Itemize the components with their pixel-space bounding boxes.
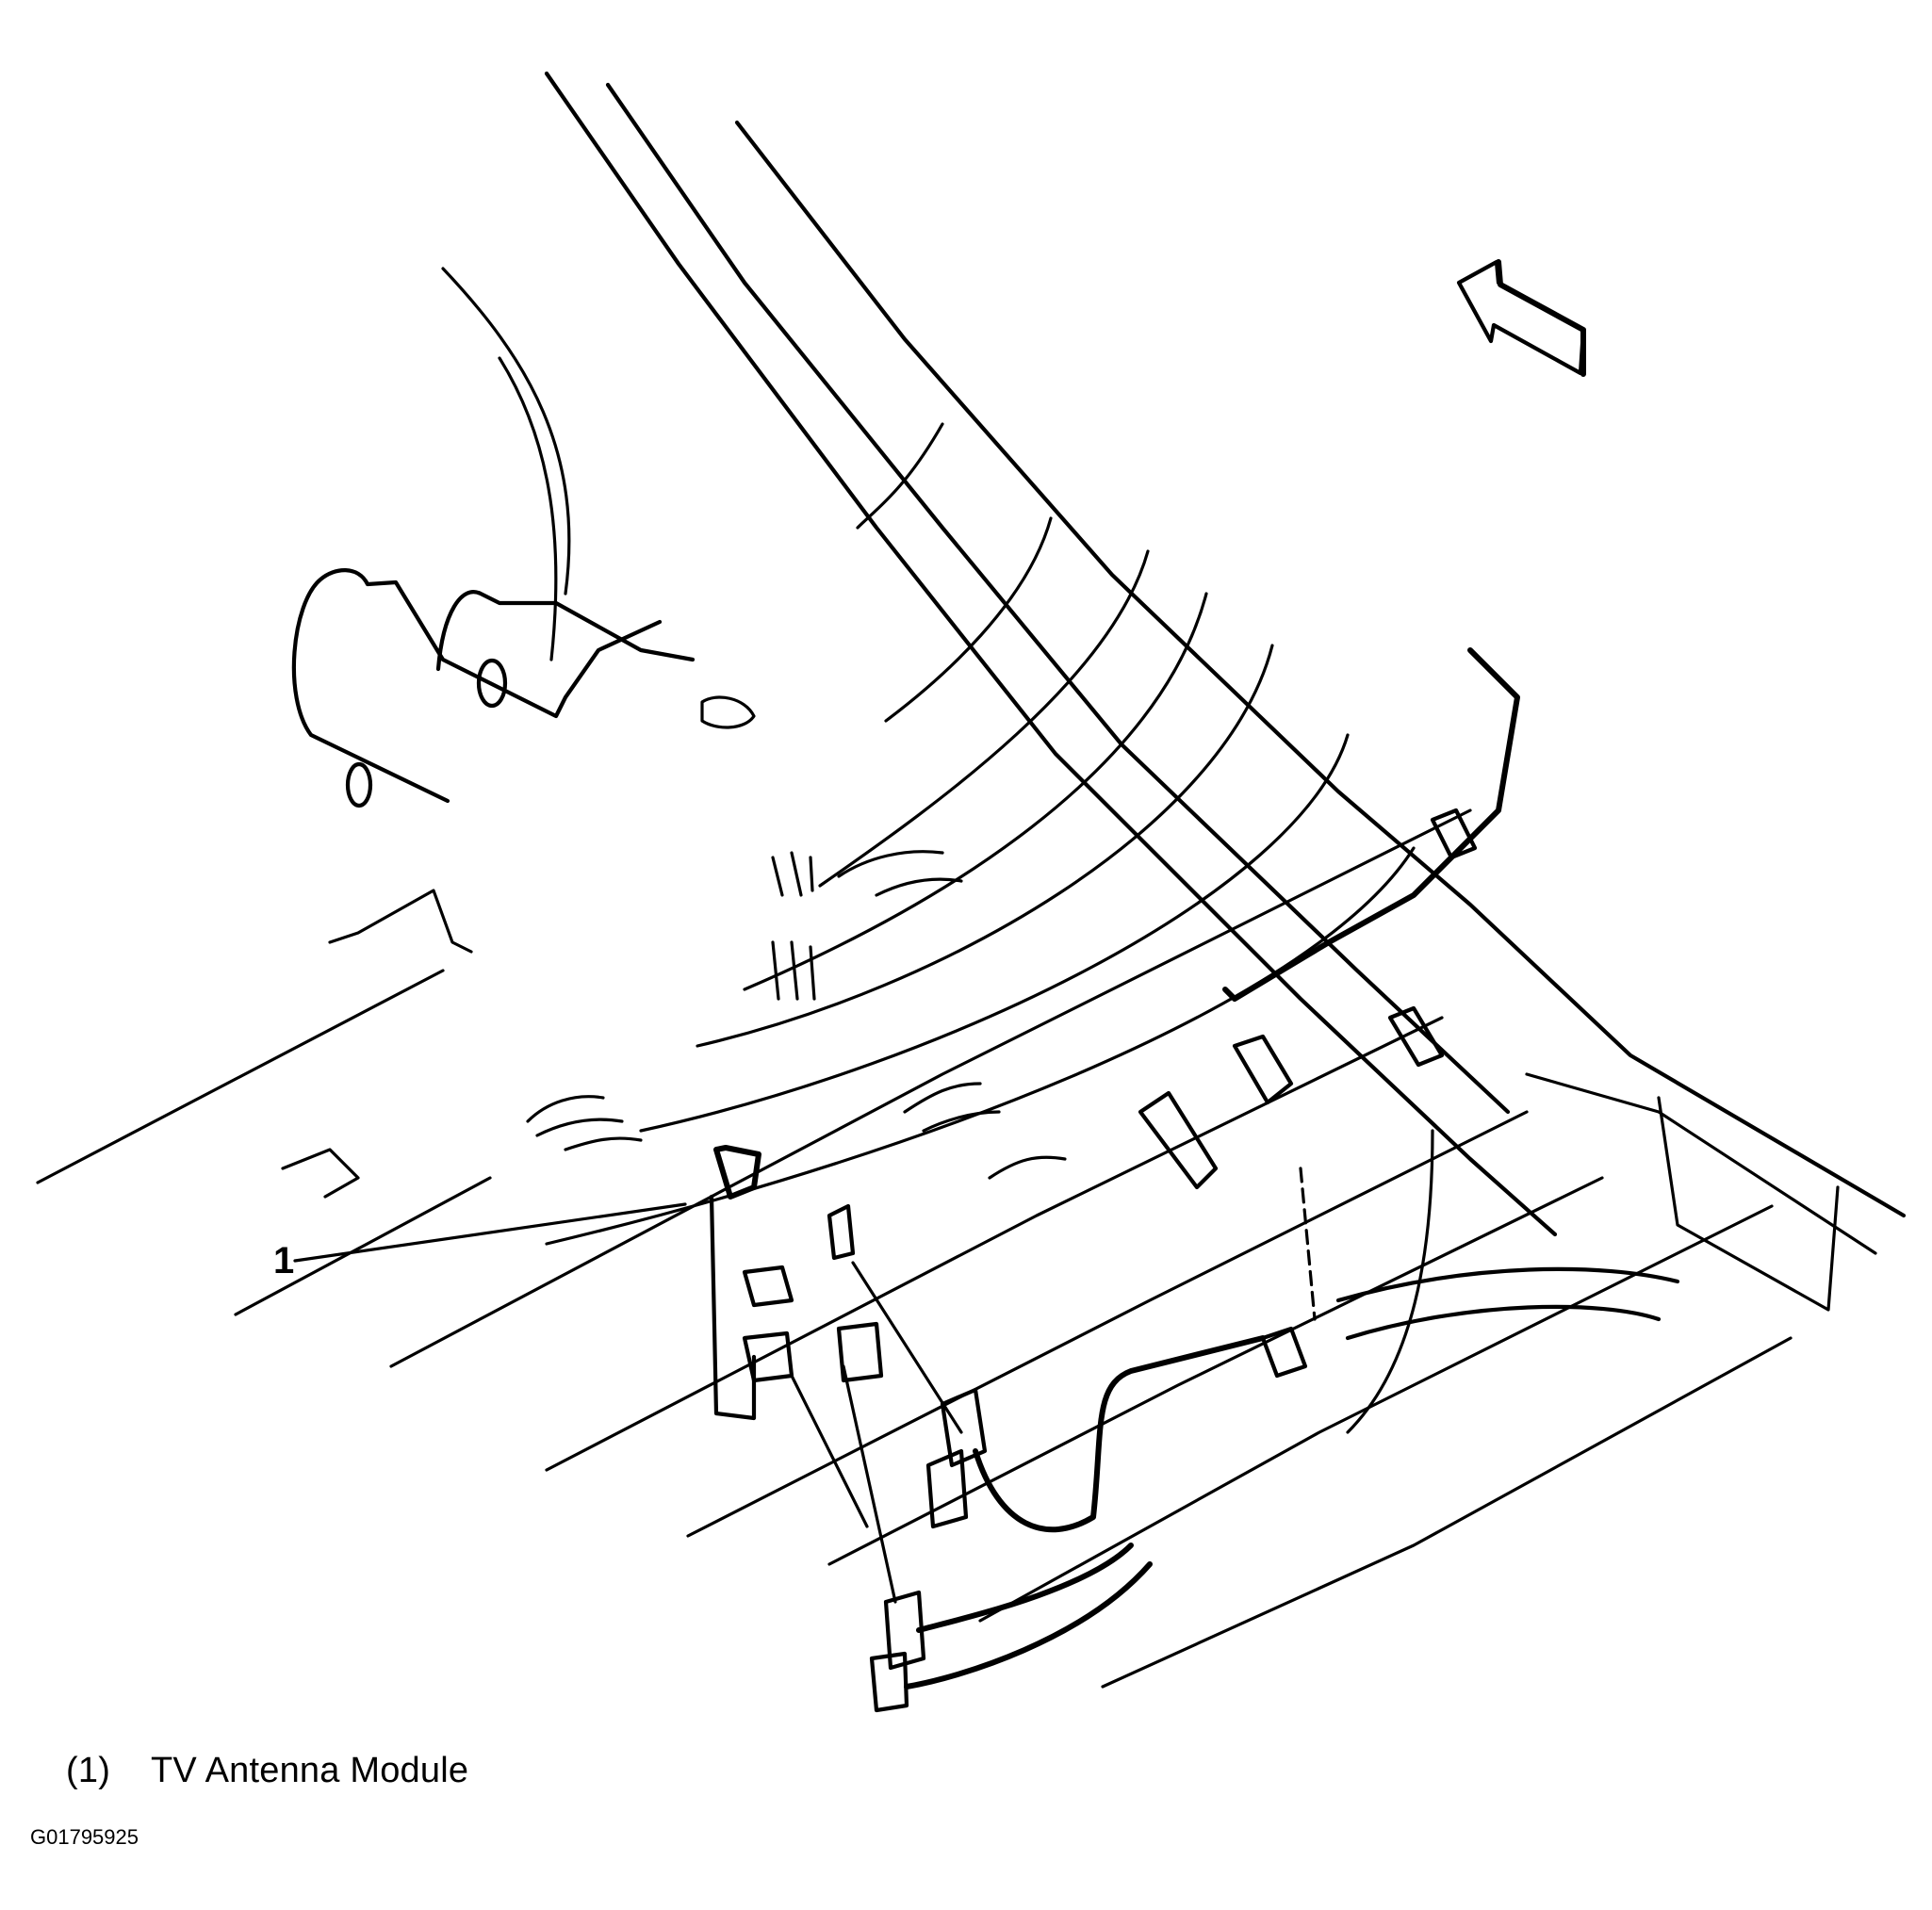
legend-item-1: (1) TV Antenna Module <box>66 1751 468 1791</box>
callout-1-leader <box>293 1202 687 1263</box>
arrow-left-up-icon <box>1456 259 1586 377</box>
harness-connectors <box>790 1261 988 1713</box>
antenna-harness-cable <box>904 647 1520 1690</box>
hatching <box>526 850 1067 1180</box>
legend-item-number: (1) <box>66 1751 111 1790</box>
floor-contours <box>441 267 1416 1246</box>
bracket-left <box>281 568 756 1199</box>
body-pillar-lines <box>544 71 1907 1312</box>
wheel-house <box>1335 1129 1680 1434</box>
callout-number-1: 1 <box>273 1240 295 1281</box>
legend-item-text: TV Antenna Module <box>151 1751 469 1790</box>
tv-antenna-module <box>709 1145 884 1421</box>
figure-id: G01795925 <box>30 1825 139 1849</box>
floor-lines <box>36 808 1793 1689</box>
